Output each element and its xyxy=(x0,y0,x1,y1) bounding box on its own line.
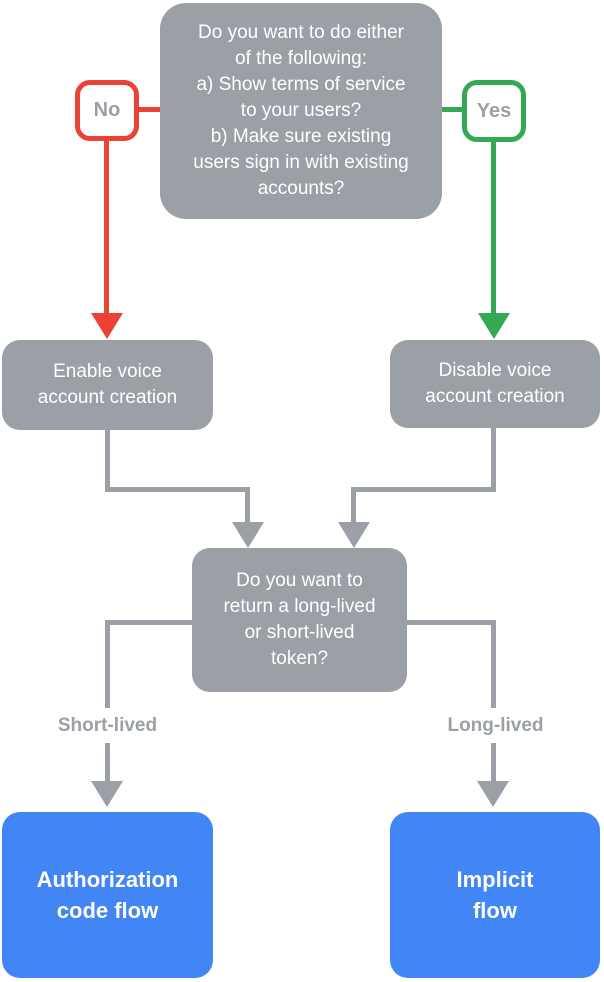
connector-longlived-horizontal xyxy=(405,620,495,625)
connector-disable-horizontal xyxy=(351,487,496,492)
no-badge: No xyxy=(75,80,139,141)
question-terms-box: Do you want to do either of the followin… xyxy=(160,3,442,219)
connector-longlived-vertical xyxy=(491,620,496,782)
arrow-yes-icon xyxy=(478,313,510,339)
arrow-enable-icon xyxy=(232,522,264,548)
connector-disable-vertical xyxy=(491,426,496,492)
no-badge-label: No xyxy=(93,99,121,121)
authorization-code-flow-text: Authorization code flow xyxy=(36,867,179,923)
connector-no-vertical xyxy=(104,136,109,313)
shortlived-badge: Short-lived xyxy=(23,708,192,743)
arrow-shortlived-icon xyxy=(91,781,123,807)
disable-voice-box: Disable voice account creation xyxy=(390,340,600,428)
connector-enable-horizontal xyxy=(105,487,250,492)
connector-no-horizontal xyxy=(138,107,160,112)
disable-voice-text: Disable voice account creation xyxy=(425,360,565,407)
authorization-code-flow-box: Authorization code flow xyxy=(2,812,213,978)
shortlived-badge-label: Short-lived xyxy=(57,714,158,736)
connector-yes-vertical xyxy=(491,138,496,313)
implicit-flow-box: Implicit flow xyxy=(390,812,600,978)
connector-shortlived-horizontal xyxy=(105,620,195,625)
arrow-disable-icon xyxy=(338,522,370,548)
arrow-longlived-icon xyxy=(477,781,509,807)
yes-badge: Yes xyxy=(462,80,526,142)
question-terms-text: Do you want to do either of the followin… xyxy=(193,22,409,199)
connector-enable-drop xyxy=(245,487,250,524)
question-token-text: Do you want to return a long-lived or sh… xyxy=(223,570,376,669)
longlived-badge: Long-lived xyxy=(411,708,580,743)
question-token-box: Do you want to return a long-lived or sh… xyxy=(192,548,407,692)
connector-shortlived-vertical xyxy=(105,620,110,782)
implicit-flow-text: Implicit flow xyxy=(456,867,534,923)
longlived-badge-label: Long-lived xyxy=(447,714,544,736)
arrow-no-icon xyxy=(91,313,123,339)
connector-yes-horizontal xyxy=(442,107,464,112)
yes-badge-label: Yes xyxy=(476,99,512,122)
enable-voice-text: Enable voice account creation xyxy=(37,361,178,408)
connector-enable-vertical xyxy=(105,428,110,492)
enable-voice-box: Enable voice account creation xyxy=(2,340,213,430)
connector-disable-drop xyxy=(351,487,356,524)
